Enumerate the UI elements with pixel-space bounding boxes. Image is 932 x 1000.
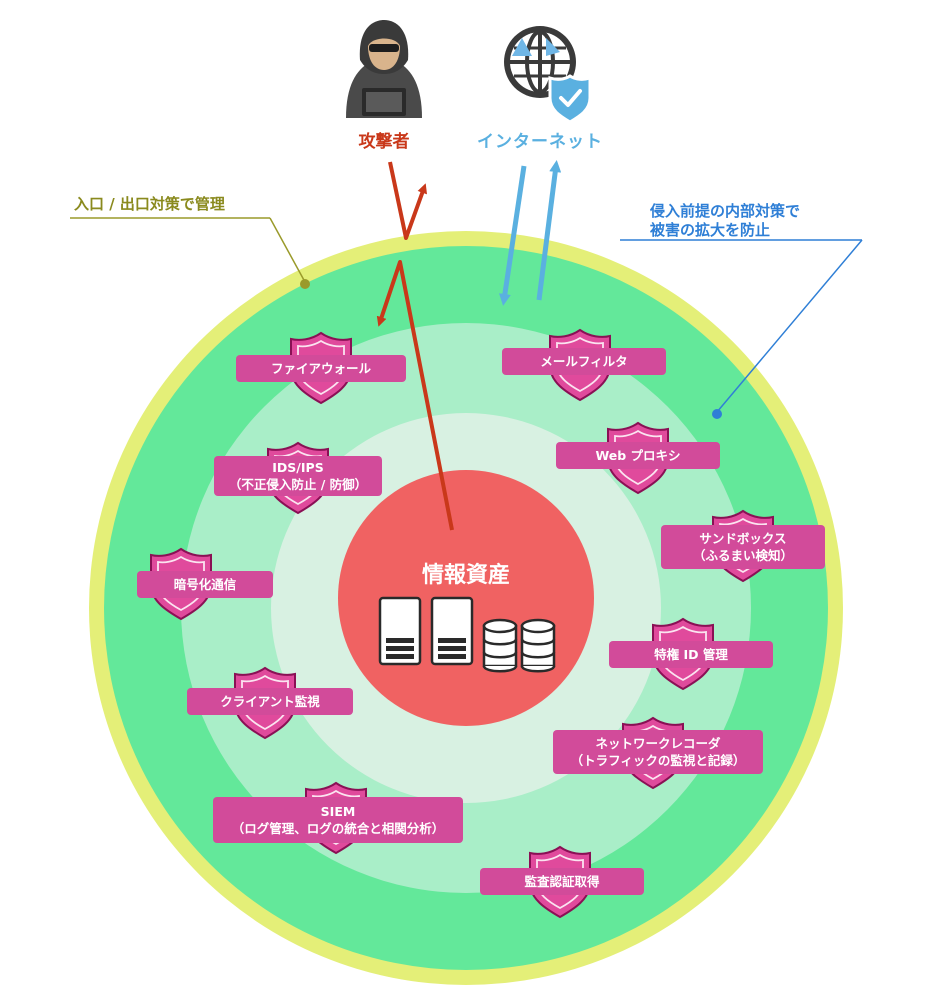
- defense-label-firewall: ファイアウォール: [236, 355, 406, 382]
- attacker-label: 攻撃者: [358, 132, 410, 152]
- defense-label-text: ファイアウォール: [270, 361, 371, 376]
- defense-label-text: Web プロキシ: [595, 448, 681, 463]
- server-icon: [378, 596, 422, 666]
- hooded-hacker-icon: [346, 20, 422, 118]
- server-icon: [430, 596, 474, 666]
- defense-label-audit-cert: 監査認証取得: [480, 868, 644, 895]
- database-icon: [520, 618, 556, 673]
- defense-label-text: 特権 ID 管理: [654, 647, 728, 662]
- perimeter-note: 入口 / 出口対策で管理: [74, 195, 225, 213]
- defense-label-siem: SIEM （ログ管理、ログの統合と相関分析）: [213, 797, 463, 843]
- defense-label-privileged-id: 特権 ID 管理: [609, 641, 773, 668]
- internal-note-line: 侵入前提の内部対策で: [650, 202, 801, 220]
- database-icon: [482, 618, 518, 673]
- internet-label: インターネット: [477, 132, 603, 152]
- defense-label-subtext: （トラフィックの監視と記録）: [570, 753, 746, 768]
- defense-label-network-recorder: ネットワークレコーダ （トラフィックの監視と記録）: [553, 730, 763, 774]
- defense-label-subtext: （ふるまい検知）: [692, 548, 793, 563]
- defense-label-text: クライアント監視: [220, 694, 320, 709]
- defense-label-sandbox: サンドボックス （ふるまい検知）: [661, 525, 825, 569]
- defense-label-text: 監査認証取得: [524, 874, 600, 889]
- globe-shield-icon: [504, 26, 592, 124]
- defense-label-text: SIEM: [320, 804, 356, 819]
- defense-label-subtext: （不正侵入防止 / 防御）: [228, 477, 368, 492]
- defense-label-text: ネットワークレコーダ: [595, 736, 721, 751]
- defense-label-text: サンドボックス: [699, 531, 787, 546]
- internal-note-line: 被害の拡大を防止: [650, 221, 771, 239]
- defense-label-mail-filter: メールフィルタ: [502, 348, 666, 375]
- defense-label-text: メールフィルタ: [540, 354, 628, 369]
- defense-label-encryption: 暗号化通信: [137, 571, 273, 598]
- exfiltration-path: [388, 161, 428, 240]
- defense-label-text: 暗号化通信: [173, 577, 237, 592]
- defense-label-text: IDS/IPS: [272, 460, 324, 475]
- perimeter-note-dot: [300, 279, 310, 289]
- internet-outbound-arrow: [536, 160, 562, 301]
- internal-note: 侵入前提の内部対策で 被害の拡大を防止: [650, 202, 870, 240]
- defense-label-subtext: （ログ管理、ログの統合と相関分析）: [231, 821, 445, 836]
- attack-path: [376, 260, 454, 531]
- defense-label-ids-ips: IDS/IPS （不正侵入防止 / 防御）: [214, 456, 382, 496]
- internet-inbound-arrow: [498, 165, 527, 306]
- core-label: 情報資産: [421, 563, 510, 588]
- defense-label-web-proxy: Web プロキシ: [556, 442, 720, 469]
- internal-note-dot: [712, 409, 722, 419]
- defense-label-client-monitor: クライアント監視: [187, 688, 353, 715]
